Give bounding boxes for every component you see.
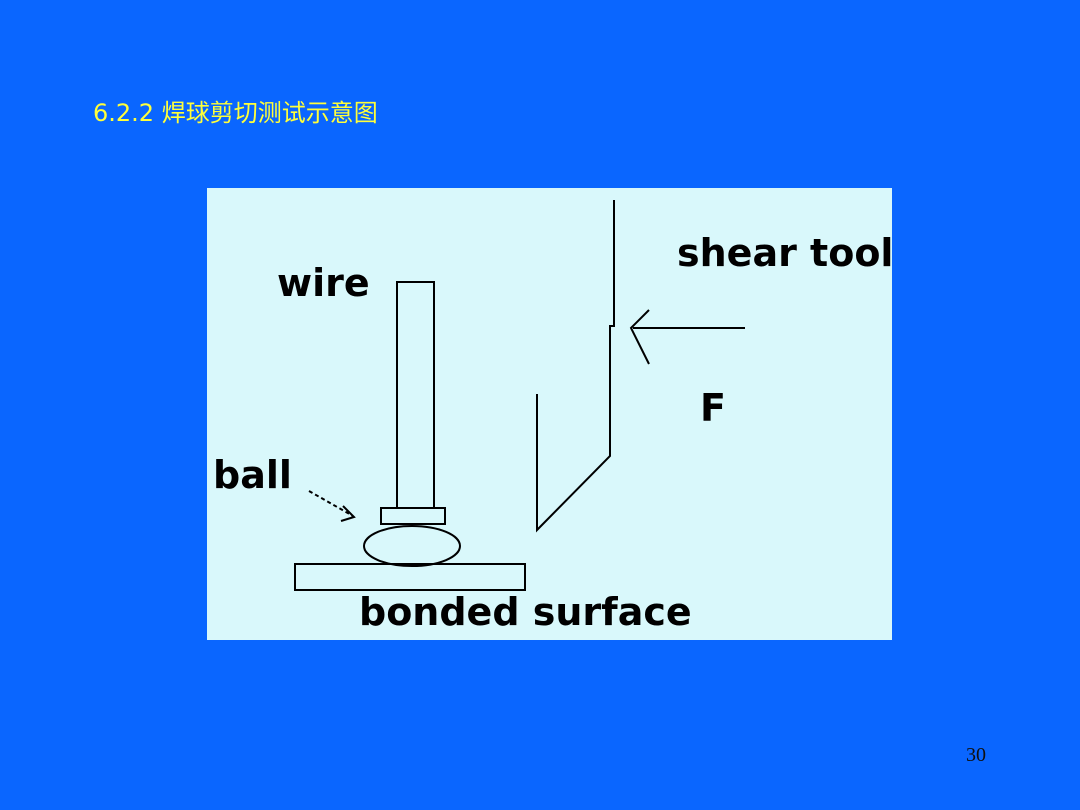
ball-pointer-arrow-shaft bbox=[308, 490, 354, 517]
force-arrow-head bbox=[629, 309, 650, 365]
shear-tool bbox=[536, 200, 615, 533]
ball-pointer-arrow-head bbox=[340, 505, 356, 522]
ball-cap bbox=[380, 507, 446, 525]
wire bbox=[396, 281, 435, 509]
page-number: 30 bbox=[966, 744, 986, 766]
slide-title: 6.2.2 焊球剪切测试示意图 bbox=[93, 99, 378, 127]
shear-tool-label: shear tool bbox=[677, 231, 892, 275]
wire-label: wire bbox=[277, 261, 370, 305]
diagram-canvas: wire shear tool F ball bonded surface bbox=[213, 200, 892, 634]
force-label: F bbox=[700, 386, 726, 430]
ball-shear-test-diagram: wire shear tool F ball bonded surface bbox=[207, 188, 892, 640]
bonded-surface-label: bonded surface bbox=[359, 590, 692, 634]
ball bbox=[363, 525, 461, 567]
ball-label: ball bbox=[213, 453, 292, 497]
bonded-surface-plate bbox=[294, 563, 526, 591]
